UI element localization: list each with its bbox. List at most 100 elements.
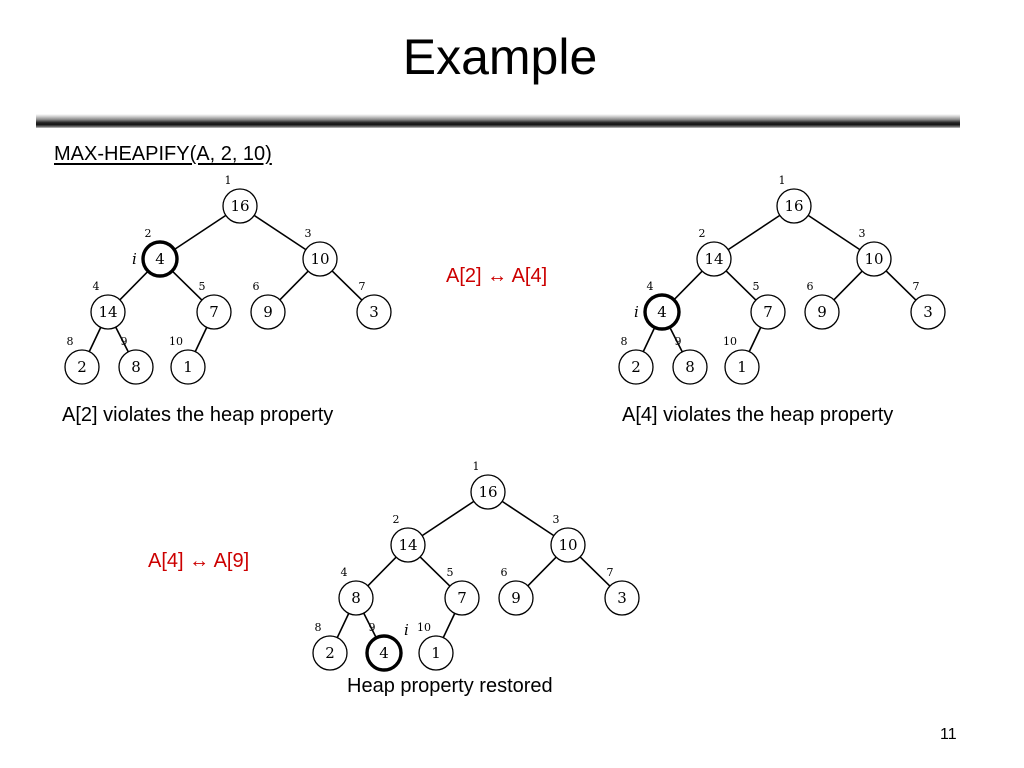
node-index: 5 [199,280,206,293]
node-key: 14 [98,303,117,321]
node-key: 7 [209,303,219,321]
node-circle [498,580,534,616]
node-index: 4 [647,280,654,293]
node-circle [618,349,654,385]
node-index: 4 [341,566,348,579]
node-index: 10 [723,335,737,348]
node-key: 1 [737,358,747,376]
caption-tree-restored: Heap property restored [347,675,553,697]
node-circle [250,294,286,330]
tree-edge [725,270,757,301]
node-key: 9 [511,589,521,607]
node-key: 1 [183,358,193,376]
node-index: 6 [501,566,508,579]
node-index: 6 [253,280,260,293]
heap-node: 96 [804,280,840,330]
tree-edge [279,270,309,301]
node-index: 8 [621,335,628,348]
tree-edge [173,214,227,251]
node-key: 3 [369,303,379,321]
node-circle [696,241,732,277]
node-circle [776,188,812,224]
heap-node: 28 [64,335,100,385]
node-circle [302,241,338,277]
node-circle [724,349,760,385]
heap-node: 110 [723,335,760,385]
node-circle [365,634,403,672]
heap-node: 103 [550,513,586,563]
node-key: 3 [923,303,933,321]
heap-node: 110 [417,621,454,671]
heap-node: 142 [696,227,732,277]
node-key: 14 [398,536,417,554]
heap-node: 75 [444,566,480,616]
node-key: 4 [657,303,667,321]
node-index: 2 [145,227,152,240]
node-circle [418,635,454,671]
caption-tree-after-first-swap: A[4] violates the heap property [622,404,894,426]
tree-edge [442,613,456,638]
node-key: 10 [558,536,577,554]
node-circle [338,580,374,616]
tree-edge [336,613,350,638]
node-key: 9 [817,303,827,321]
node-key: 2 [631,358,641,376]
node-index: 10 [169,335,183,348]
heap-node: 96 [498,566,534,616]
node-circle [444,580,480,616]
tree-edge [331,270,363,301]
heap-node: 42 [141,227,179,278]
node-circle [356,294,392,330]
swap-label-a2-a4: A[2] ↔ A[4] [446,265,548,287]
node-circle [604,580,640,616]
caption-tree-initial: A[2] violates the heap property [62,404,334,426]
node-index: 1 [473,460,480,473]
node-circle [856,241,892,277]
i-pointer-label: i [404,621,409,639]
heap-node: 161 [776,174,812,224]
node-key: 2 [77,358,87,376]
node-index: 5 [753,280,760,293]
node-key: 8 [351,589,361,607]
node-index: 10 [417,621,431,634]
node-index: 5 [447,566,454,579]
node-key: 3 [617,589,627,607]
heap-node: 37 [604,566,640,616]
tree-edge [362,612,378,639]
tree-edge [253,214,307,251]
node-key: 8 [685,358,695,376]
node-circle [90,294,126,330]
node-circle [390,527,426,563]
node-key: 7 [457,589,467,607]
i-pointer-label: i [132,250,137,268]
node-circle [141,240,179,278]
heap-node: 14 2 [390,513,426,563]
node-circle [118,349,154,385]
tree-edge [673,270,703,301]
node-circle [750,294,786,330]
tree-edge [885,270,917,301]
page-number: 11 [940,726,957,743]
node-index: 1 [225,174,232,187]
tree-edge [367,556,397,587]
node-index: 2 [393,513,400,526]
heap-node: 103 [302,227,338,277]
node-index: 9 [675,335,682,348]
node-circle [910,294,946,330]
tree-edge [194,327,208,352]
heap-node: 89 [118,335,154,385]
tree-edge [171,270,203,301]
node-key: 2 [325,644,335,662]
heap-node: 84 [338,566,374,616]
tree-edge [807,214,861,251]
heap-node: 37 [356,280,392,330]
tree-edge [579,556,611,587]
title-divider [36,114,960,128]
node-key: 14 [704,250,723,268]
heap-node: 75 [750,280,786,330]
tree-edge [119,270,149,301]
node-index: 7 [359,280,366,293]
node-index: 3 [305,227,312,240]
node-index: 6 [807,280,814,293]
